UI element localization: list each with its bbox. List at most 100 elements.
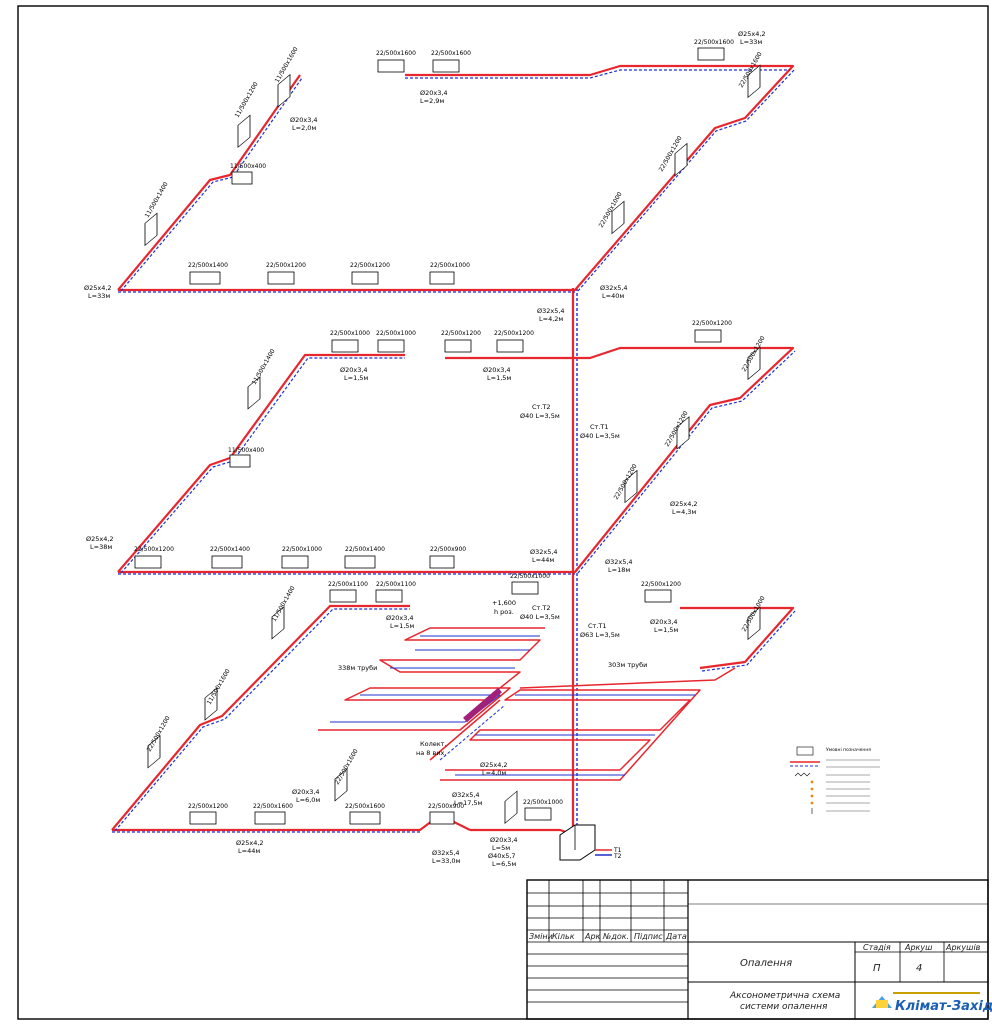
pipe-label: Ø25x4,2: [480, 761, 508, 769]
pipe-label: L=33м: [88, 292, 110, 300]
pipe-label: Ø20x3,4: [420, 89, 448, 97]
top-floor-pipes: [117, 64, 796, 293]
pipe-label: L=1,5м: [344, 374, 368, 382]
pipe-label: Ø25x4,2: [670, 500, 698, 508]
pipe-label: L=33м: [740, 38, 762, 46]
ground-radiator-label: 22/500x1000: [523, 799, 563, 806]
collector-sub-label: на 8 вих.: [416, 749, 446, 757]
floor-heating-right-label: 303м труби: [608, 661, 647, 669]
header-kilk: Кільк: [552, 932, 575, 941]
top-radiator-label: 22/500x1400: [188, 262, 228, 269]
floor-heating-left: [318, 627, 545, 731]
pipe-label: Ø20x3,4: [490, 836, 518, 844]
header-ndok: №док.: [602, 932, 629, 941]
drawing-frame: [17, 5, 989, 1020]
middle-radiator-label: 22/500x1200: [494, 330, 534, 337]
middle-radiator-label: 22/500x1000: [330, 330, 370, 337]
project-name: Опалення: [740, 958, 792, 969]
pipe-label: Ø32x5,4: [600, 284, 628, 292]
stage-value: П: [873, 963, 881, 974]
pipe-label: Ø32x5,4: [530, 548, 558, 556]
floor-heating-right: [440, 667, 736, 781]
main-riser: [571, 288, 578, 835]
riser-label: Ст.Т1: [588, 622, 607, 630]
header-ark: Арк: [584, 932, 601, 941]
pipe-label: L=6,5м: [492, 860, 516, 868]
header-zmin: Зміни: [529, 932, 553, 941]
top-radiator-label: 22/500x1000: [430, 262, 470, 269]
pipe-label: Ø25x4,2: [86, 535, 114, 543]
pipe-label: L=4,2м: [539, 315, 563, 323]
riser-label: Ст.Т2: [532, 403, 551, 411]
ground-radiator-label: 22/500x1200: [641, 581, 681, 588]
pipe-label: Ø25x4,2: [84, 284, 112, 292]
pipe-label: L=38м: [90, 543, 112, 551]
middle-floor-pipes: [117, 346, 796, 575]
top-radiator-label: 11/500x1200: [234, 81, 260, 119]
pipe-label: L=4,0м: [482, 769, 506, 777]
top-radiator-label: 22/500x1600: [376, 50, 416, 57]
middle-radiator-label: 11/500x400: [228, 447, 264, 454]
company-name: Клімат-Захід: [895, 999, 992, 1014]
ground-radiator-label: 22/500x1200: [188, 803, 228, 810]
pipe-label: L=1,5м: [390, 622, 414, 630]
riser-label: Ст.Т1: [590, 423, 609, 431]
header-pidpys: Підпис: [634, 932, 663, 941]
stage-label: Стадія: [863, 943, 891, 952]
middle-radiator-label: 22/500x1000: [282, 546, 322, 553]
pipe-network: [111, 64, 796, 837]
boiler-t1: Т1: [613, 847, 622, 854]
pipe-label: Ø20x3,4: [292, 788, 320, 796]
middle-radiator-label: 22/500x1200: [134, 546, 174, 553]
pipe-label: L=44м: [532, 556, 554, 564]
ground-radiator-label: 22/500x1100: [376, 581, 416, 588]
ground-radiator-label: 22/500x1600: [253, 803, 293, 810]
drawing-title-line2: системи опалення: [740, 1002, 828, 1012]
collector-label: Колект.: [420, 740, 447, 748]
pipe-label: Ø20x3,4: [650, 618, 678, 626]
ground-radiator-label: 22/500x1600: [345, 803, 385, 810]
pipe-label: Ø20x3,4: [290, 116, 318, 124]
top-radiator-label: 11/500x400: [230, 163, 266, 170]
ground-radiator-label: 22/500x1000: [510, 573, 550, 580]
pipe-label: Ø25x4,2: [738, 30, 766, 38]
ground-radiator-label: 11/500x1600: [206, 668, 232, 706]
pipe-label: L=2,9м: [420, 97, 444, 105]
middle-radiator-label: 22/500x1400: [345, 546, 385, 553]
pipe-label: Ø40x5,7: [488, 852, 516, 860]
riser-label: Ø40 L=3,5м: [520, 613, 560, 621]
ground-floor-pipes: [111, 604, 796, 837]
boiler-t2: Т2: [613, 853, 622, 860]
middle-radiator-label: 22/500x1000: [376, 330, 416, 337]
legend: Умовні позначення: [790, 746, 880, 814]
pipe-label: Ø20x3,4: [386, 614, 414, 622]
middle-radiator-label: 22/500x900: [430, 546, 466, 553]
top-radiator-label: 22/500x1200: [350, 262, 390, 269]
top-radiator-label: 22/500x1600: [694, 39, 734, 46]
title-block: [526, 879, 989, 1020]
pipe-label: L=40м: [602, 292, 624, 300]
riser-label: Ø40 L=3,5м: [520, 412, 560, 420]
pipe-label: L=17,5м: [454, 799, 483, 807]
pipe-label: Ø32x5,4: [605, 558, 633, 566]
middle-radiator-label: 22/500x1200: [692, 320, 732, 327]
middle-radiator-label: 22/500x1200: [441, 330, 481, 337]
pipe-label: Ø32x5,4: [432, 849, 460, 857]
pipe-label: L=18м: [608, 566, 630, 574]
pipe-label: Ø25x4,2: [236, 839, 264, 847]
pipe-label: Ø20x3,4: [340, 366, 368, 374]
sheet-label: Аркуш: [904, 943, 933, 952]
pipe-label: L=6,0м: [296, 796, 320, 804]
header-data: Дата: [665, 932, 687, 941]
pipe-label: L=33,0м: [432, 857, 461, 865]
middle-radiator-label: 11/500x1400: [251, 348, 277, 386]
pipe-label: L=2,0м: [292, 124, 316, 132]
ground-radiator-label: 22/500x1100: [328, 581, 368, 588]
pipe-label: Ø32x5,4: [452, 791, 480, 799]
ground-radiator-label: 22/500x900: [428, 803, 464, 810]
legend-title: Умовні позначення: [826, 747, 871, 753]
riser-label: Ø63 L=3,5м: [580, 631, 620, 639]
sheet-value: 4: [916, 963, 922, 974]
pipe-label: Ø32x5,4: [537, 307, 565, 315]
